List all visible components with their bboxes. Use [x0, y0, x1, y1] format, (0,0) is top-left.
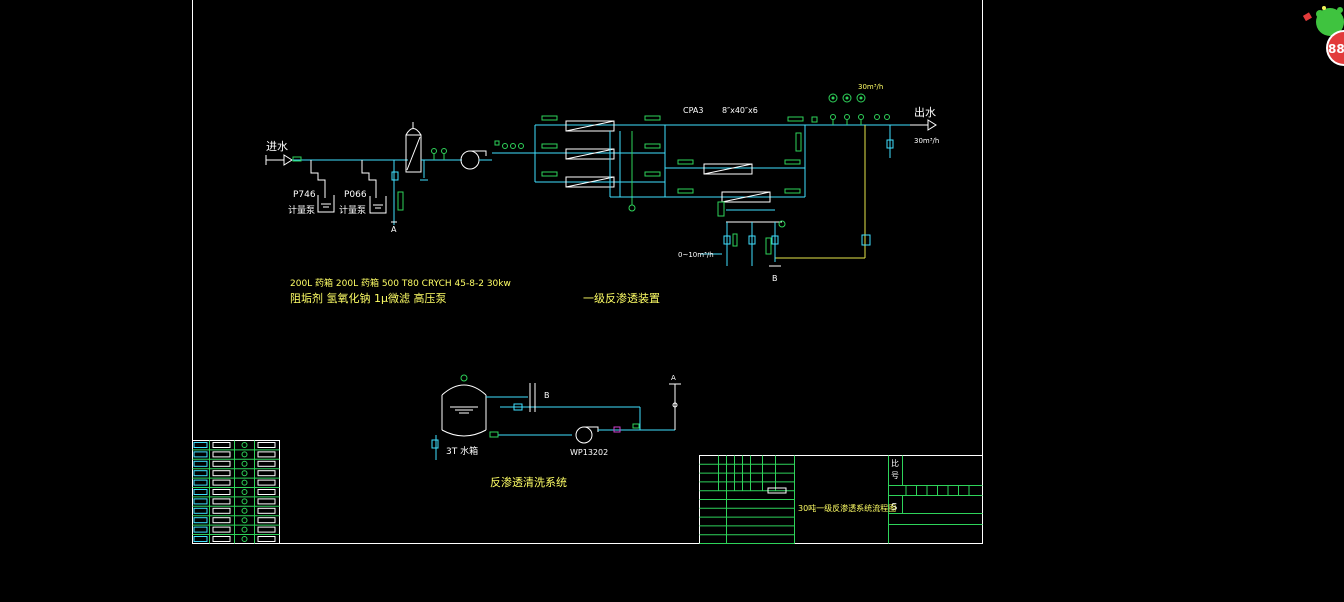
point-a-label: A	[391, 225, 397, 234]
tb-side-2: 号	[891, 471, 899, 480]
tb-side-1: 比	[891, 458, 899, 468]
legend-symbol	[193, 451, 208, 458]
legend-symbol	[193, 507, 208, 514]
legend-mark	[241, 507, 248, 514]
legend-cell	[257, 507, 276, 514]
high-pressure-pump	[460, 150, 492, 170]
p746-label: P746	[293, 190, 316, 200]
legend-cell	[257, 479, 276, 486]
legend-cell	[257, 470, 276, 477]
legend-cell	[212, 498, 231, 505]
dosing-tank-antiscalant	[310, 160, 335, 213]
badge-count: 88	[1328, 42, 1344, 56]
outlet-label: 出水	[914, 105, 936, 119]
concentrate-section	[700, 125, 871, 267]
ro-stage-1	[534, 115, 710, 212]
legend-symbol	[193, 498, 208, 505]
legend-mark	[241, 460, 248, 467]
legend-cell	[257, 489, 276, 495]
cleaning-title: 反渗透清洗系统	[490, 475, 567, 489]
cleaning-tank	[431, 374, 487, 460]
outlet-arrow	[910, 119, 937, 131]
legend-mark	[241, 526, 248, 533]
clean-b-label: B	[544, 391, 550, 400]
legend-cell	[212, 526, 231, 533]
vessel-spec-label: 8″x40″x6	[722, 106, 758, 115]
ro-stage-2	[665, 125, 806, 223]
legend-mark	[241, 536, 248, 542]
legend-cell	[257, 442, 276, 448]
legend-mark	[241, 442, 248, 448]
ro-process-diagram: 进水 P746 计量泵 P066 计量泵	[265, 83, 939, 305]
legend-cell	[212, 470, 231, 477]
conc-flow-label: 0~10m³/h	[678, 251, 714, 259]
mascot-icon	[1302, 6, 1344, 36]
point-b-label: B	[772, 274, 778, 283]
notification-widget[interactable]: 88	[1300, 0, 1344, 70]
name-line: 阻垢剂 氢氧化钠 1μ微滤 高压泵	[290, 291, 447, 305]
cleaning-pump	[575, 426, 599, 444]
legend-border	[192, 440, 280, 544]
legend-symbol	[193, 536, 208, 542]
legend-symbol	[193, 517, 208, 524]
legend-symbol	[193, 479, 208, 486]
gauge-cluster	[492, 140, 535, 154]
legend-cell	[212, 479, 231, 486]
legend-mark	[241, 489, 248, 495]
tank-label: 3T 水箱	[446, 445, 478, 457]
tb-cell	[767, 487, 787, 494]
cleaning-system-diagram: 3T 水箱 B WP13202 A 反渗透清洗系统	[431, 374, 681, 489]
tb-code: S	[891, 502, 897, 513]
dosing-pump-1-label: 计量泵	[288, 204, 315, 216]
legend-symbol	[193, 526, 208, 533]
clean-a-label: A	[671, 374, 676, 382]
pump-model-label: WP13202	[570, 448, 608, 457]
micro-filter	[391, 122, 422, 225]
legend-mark	[241, 451, 248, 458]
legend-cell	[212, 507, 231, 514]
legend-symbol	[193, 470, 208, 477]
legend-cell	[257, 526, 276, 533]
legend-cell	[212, 489, 231, 495]
drawing-border	[192, 0, 983, 544]
legend-symbol	[193, 442, 208, 448]
product-gauges	[828, 93, 890, 125]
legend-cell	[257, 536, 276, 542]
legend-cell	[257, 517, 276, 524]
legend-mark	[241, 470, 248, 477]
dosing-tank-naoh	[361, 160, 387, 214]
inlet-arrow	[265, 154, 293, 166]
p066-label: P066	[344, 190, 367, 200]
legend-cell	[257, 498, 276, 505]
legend-cell	[257, 451, 276, 458]
legend-mark	[241, 498, 248, 505]
legend-cell	[212, 442, 231, 448]
badge-bg	[1328, 32, 1344, 64]
legend-symbol	[193, 460, 208, 467]
inlet-label: 进水	[266, 140, 288, 153]
legend-table	[192, 440, 280, 544]
tb-title: 30吨一级反渗透系统流程图	[798, 503, 896, 513]
top-flow-label: 30m³/h	[858, 83, 883, 91]
legend-cell	[212, 517, 231, 524]
system-title: 一级反渗透装置	[583, 291, 660, 305]
legend-symbol	[193, 489, 208, 495]
legend-mark	[241, 479, 248, 486]
legend-cell	[257, 460, 276, 467]
outlet-flow-label: 30m³/h	[914, 137, 939, 145]
legend-cell	[212, 460, 231, 467]
legend-mark	[241, 517, 248, 524]
dosing-pump-2-label: 计量泵	[339, 204, 366, 216]
spec-line: 200L 药箱 200L 药箱 500 T80 CRYCH 45-8-2 30k…	[290, 277, 511, 289]
cpa-label: CPA3	[683, 106, 703, 115]
legend-cell	[212, 536, 231, 542]
title-block: 比 号 S 30吨一级反渗透系统流程图	[699, 455, 983, 544]
legend-cell	[212, 451, 231, 458]
